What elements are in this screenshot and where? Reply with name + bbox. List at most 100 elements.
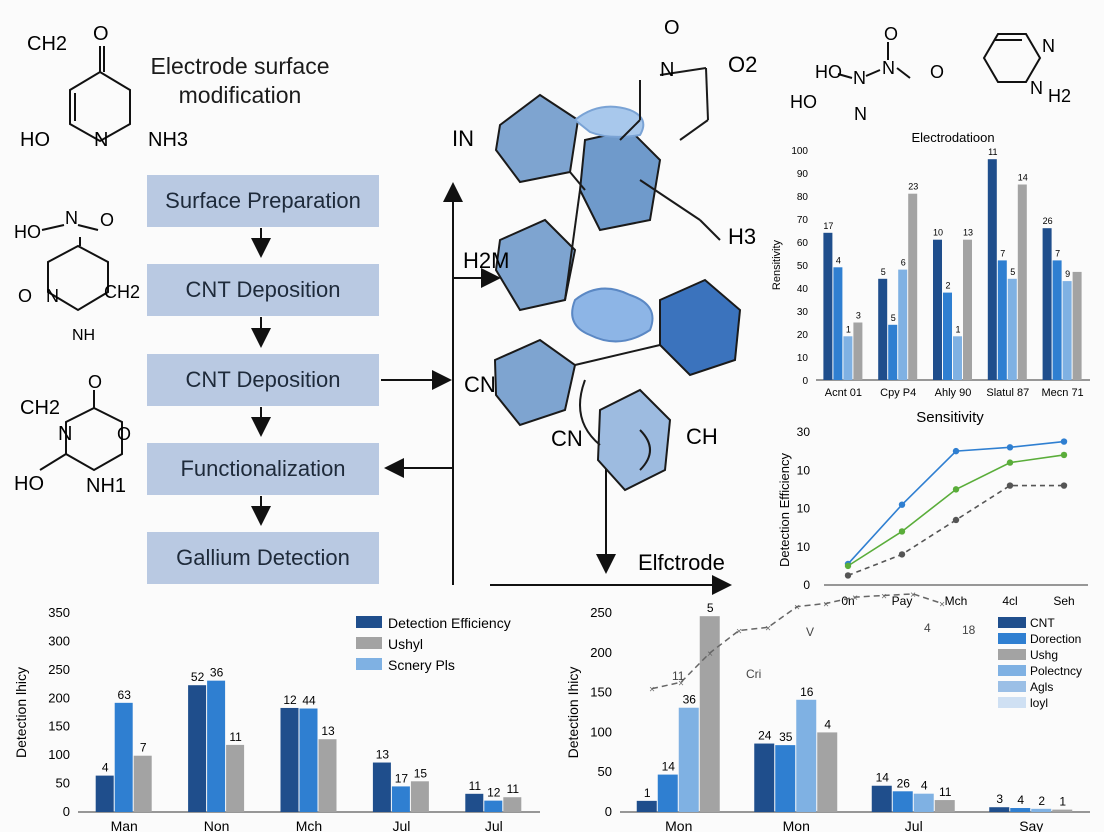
bar <box>934 800 955 812</box>
chem-label: N <box>58 423 72 445</box>
chem-label: O <box>930 62 944 82</box>
flow-step-cnt-deposition-1: CNT Deposition <box>147 264 379 316</box>
center-label-h2m: H2M <box>463 248 509 273</box>
center-label-n: N <box>660 59 674 81</box>
x-tick-label: Jul <box>905 818 923 832</box>
trend-marker: × <box>707 649 713 660</box>
y-tick-label: 70 <box>797 215 809 226</box>
bar <box>878 278 888 380</box>
trend-label: 11 <box>672 669 685 683</box>
data-label: 4 <box>102 761 109 775</box>
x-tick-label: Ahly 90 <box>935 387 972 399</box>
data-label: 6 <box>901 258 906 268</box>
data-point <box>952 486 960 493</box>
y-tick-label: 10 <box>797 463 811 477</box>
data-label: 1 <box>846 324 851 334</box>
data-label: 12 <box>487 786 501 800</box>
bar <box>933 239 942 380</box>
data-point <box>898 501 906 508</box>
center-label-electrode: Elfctrode <box>638 550 725 575</box>
data-label: 23 <box>908 182 918 192</box>
data-point <box>1060 482 1068 489</box>
y-tick-label: 20 <box>797 330 809 341</box>
data-label: 5 <box>1010 267 1015 277</box>
bar <box>843 336 853 380</box>
y-tick-label: 0 <box>802 376 808 387</box>
legend-swatch <box>998 681 1026 692</box>
center-label-o: O <box>664 17 680 39</box>
data-label: 10 <box>933 228 943 238</box>
y-tick-label: 10 <box>797 502 811 516</box>
y-axis-label: Detection Efficiency <box>777 453 792 567</box>
y-tick-label: 60 <box>797 238 809 249</box>
data-label: 7 <box>140 741 147 755</box>
x-tick-label: Man <box>111 818 138 832</box>
trend-label: Cri <box>746 667 761 681</box>
chem-label: N <box>882 58 895 78</box>
molecule-bottom-left <box>39 390 123 472</box>
chem-label: CH2 <box>27 33 67 55</box>
chem-label: H2 <box>1048 86 1071 106</box>
flow-step-cnt-deposition-2: CNT Deposition <box>147 354 379 406</box>
trend-label: V <box>806 625 814 639</box>
bar <box>636 800 657 812</box>
chem-label: N <box>1030 78 1043 98</box>
bar <box>888 324 898 380</box>
x-tick-label: 0n <box>841 594 854 608</box>
center-label-ch: CH <box>686 424 718 449</box>
molecule-top-left <box>69 46 131 143</box>
x-tick-label: Jul <box>485 818 503 832</box>
y-tick-label: 350 <box>48 605 70 620</box>
trend-label: 18 <box>962 623 976 637</box>
molecule-mid-left <box>41 224 109 312</box>
bar <box>908 193 918 380</box>
trend-marker: × <box>881 591 887 602</box>
trend-label: 4 <box>924 621 931 635</box>
data-label: 1 <box>644 786 651 800</box>
chem-label: O <box>117 424 131 444</box>
bar <box>987 159 997 380</box>
title-line-2: modification <box>178 82 302 108</box>
chem-label: N <box>94 129 108 151</box>
bar <box>280 707 299 812</box>
y-tick-label: 150 <box>590 685 612 700</box>
data-label: 5 <box>707 601 714 615</box>
data-label: 5 <box>881 267 886 277</box>
bar <box>817 732 838 812</box>
bar <box>114 702 133 812</box>
center-structure <box>493 67 742 492</box>
chem-label: O <box>88 372 102 392</box>
legend-swatch <box>998 633 1026 644</box>
bar <box>1010 808 1031 812</box>
bar <box>465 793 484 812</box>
data-label: 11 <box>469 779 482 793</box>
data-label: 14 <box>1018 173 1028 183</box>
data-label: 12 <box>283 693 297 707</box>
data-label: 63 <box>118 688 132 702</box>
y-tick-label: 80 <box>797 192 809 203</box>
bar <box>963 239 972 380</box>
bar <box>1031 808 1052 812</box>
trend-marker: × <box>910 590 916 601</box>
data-label: 5 <box>891 313 896 323</box>
data-label: 3 <box>996 792 1003 806</box>
data-label: 17 <box>395 771 409 785</box>
y-axis-label: Rensitivity <box>771 239 783 290</box>
molecule-top-right-a <box>837 42 911 79</box>
x-tick-label: Seh <box>1053 594 1074 608</box>
x-tick-label: Slatul 87 <box>986 387 1029 399</box>
data-label: 36 <box>683 693 697 707</box>
y-tick-label: 100 <box>590 724 612 739</box>
y-tick-label: 300 <box>48 633 70 648</box>
bar <box>1072 271 1082 380</box>
title-line-1: Electrode surface <box>150 53 330 79</box>
bar <box>299 708 318 812</box>
bar <box>913 793 934 812</box>
bar <box>503 797 522 812</box>
y-tick-label: 100 <box>791 146 808 157</box>
bar <box>699 616 720 812</box>
data-point <box>844 572 852 579</box>
data-label: 13 <box>963 228 973 238</box>
bar <box>853 322 863 380</box>
